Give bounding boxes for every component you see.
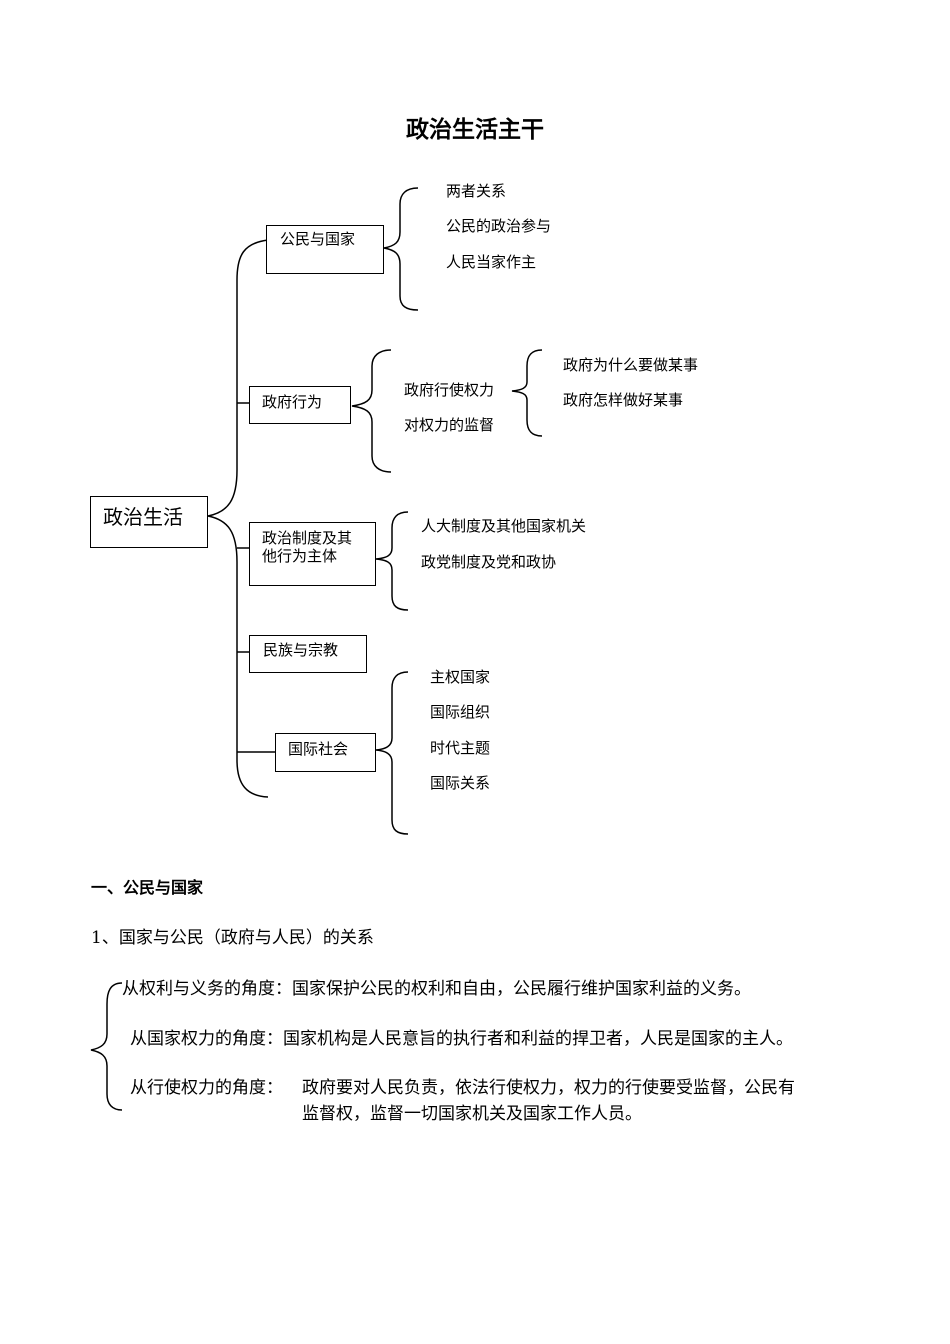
branch-label: 公民与国家 [280,230,356,248]
leaf-item: 时代主题 [430,739,491,757]
leaf-item: 公民的政治参与 [446,217,552,235]
branch-node-international: 国际社会 [275,733,376,772]
leaf-item: 两者关系 [446,182,507,200]
branch5-brace [375,671,409,835]
branch-node-political-system: 政治制度及其 他行为主体 [249,522,376,586]
leaf-item: 人大制度及其他国家机关 [421,517,587,535]
leaf-item: 政党制度及党和政协 [421,553,557,571]
leaf-item: 主权国家 [430,668,491,686]
branch-node-ethnicity-religion: 民族与宗教 [249,635,367,673]
branch-node-government: 政府行为 [249,386,351,424]
point-exercise-power-line2: 监督权，监督一切国家机关及国家工作人员。 [302,1104,642,1124]
point-rights-duties: 从权利与义务的角度：国家保护公民的权利和自由，公民履行维护国家利益的义务。 [122,979,751,999]
point-state-power: 从国家权力的角度：国家机构是人民意旨的执行者和利益的捍卫者，人民是国家的主人。 [130,1029,793,1049]
root-label: 政治生活 [103,505,183,529]
leaf-item: 政府怎样做好某事 [563,391,684,409]
page-title: 政治生活主干 [406,117,544,143]
branch2-brace [351,349,392,473]
branch3-brace [375,511,409,611]
text-brace [90,982,123,1111]
branch-label-line: 他行为主体 [262,547,338,565]
branch1-brace [383,187,419,311]
root-node: 政治生活 [90,496,208,548]
branch-label-line: 政治制度及其 [262,529,353,547]
leaf-item: 政府为什么要做某事 [563,356,699,374]
leaf-item: 人民当家作主 [446,253,537,271]
section-subheading: 1、国家与公民（政府与人民）的关系 [91,928,374,948]
leaf-item: 国际组织 [430,703,491,721]
point-exercise-power-label: 从行使权力的角度： [130,1078,283,1098]
branch-label: 民族与宗教 [263,641,339,659]
branch-node-citizen-state: 公民与国家 [266,225,384,274]
branch-label: 国际社会 [288,740,349,758]
section-heading: 一、公民与国家 [91,878,204,897]
point-exercise-power-line1: 政府要对人民负责，依法行使权力，权力的行使要受监督，公民有 [302,1078,795,1098]
leaf-item: 国际关系 [430,774,491,792]
branch-label: 政府行为 [262,393,323,411]
root-brace [207,239,269,798]
sub-brace [511,349,543,437]
leaf-item: 对权力的监督 [404,416,495,434]
leaf-item: 政府行使权力 [404,381,495,399]
